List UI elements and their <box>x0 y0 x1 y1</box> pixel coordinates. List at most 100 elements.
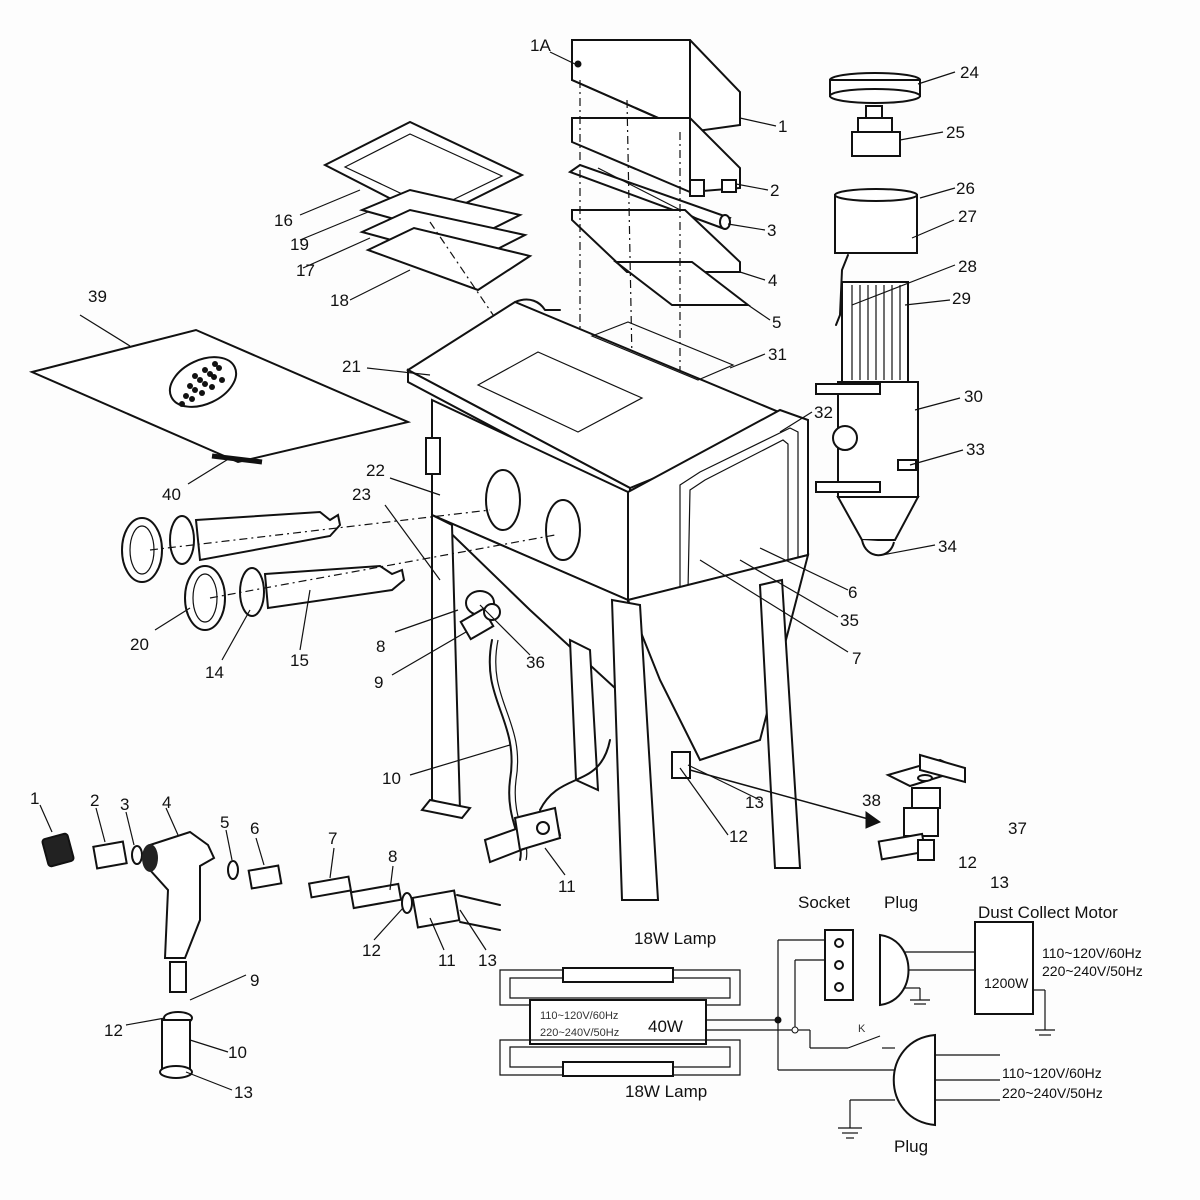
label-4: 4 <box>768 271 777 290</box>
label-28: 28 <box>958 257 977 276</box>
label-34: 34 <box>938 537 957 556</box>
label-30: 30 <box>964 387 983 406</box>
label-3: 3 <box>767 221 776 240</box>
label-23: 23 <box>352 485 371 504</box>
ballast-voltage-1: 110~120V/60Hz <box>540 1010 618 1022</box>
ballast-voltage-2: 220~240V/50Hz <box>540 1027 619 1039</box>
plug-bottom-label: Plug <box>894 1137 928 1156</box>
leader-lines <box>79 51 964 876</box>
gun-label-8: 8 <box>388 847 397 866</box>
label-39: 39 <box>88 287 107 306</box>
dust-collector <box>815 72 921 557</box>
regulator-part-8-9 <box>459 590 501 641</box>
gun-label-7: 7 <box>328 829 337 848</box>
label-32: 32 <box>814 403 833 422</box>
gun-label-5: 5 <box>220 813 229 832</box>
glove-assembly-lower <box>184 564 406 631</box>
label-13: 13 <box>745 793 764 812</box>
motor-wattage: 1200W <box>984 975 1029 991</box>
valve-detail <box>877 753 966 861</box>
label-19: 19 <box>290 235 309 254</box>
mains-voltage-1: 110~120V/60Hz <box>1002 1065 1102 1081</box>
valve-arrow <box>689 769 873 821</box>
label-16: 16 <box>274 211 293 230</box>
gun-label-3: 3 <box>120 795 129 814</box>
screen-part-39 <box>28 328 412 464</box>
gun-leader-lines <box>39 804 487 1091</box>
sandblast-gun <box>41 830 501 1079</box>
gun-label-6: 6 <box>250 819 259 838</box>
screw-1a <box>574 60 582 68</box>
plug-top-symbol <box>879 933 910 1007</box>
gun-labels: 1 2 3 4 5 6 7 8 9 10 11 12 12 13 13 <box>30 789 497 1102</box>
gun-label-13b: 13 <box>234 1083 253 1102</box>
label-20: 20 <box>130 635 149 654</box>
gun-label-9: 9 <box>250 971 259 990</box>
label-35: 35 <box>840 611 859 630</box>
valve-part-34 <box>861 539 895 557</box>
cabinet-body <box>406 298 810 901</box>
socket-label: Socket <box>798 893 850 912</box>
gasket-part-18 <box>365 226 533 292</box>
gun-label-12b: 12 <box>104 1021 123 1040</box>
label-17: 17 <box>296 261 315 280</box>
label-21: 21 <box>342 357 361 376</box>
gun-label-4: 4 <box>162 793 171 812</box>
ballast-box <box>529 999 707 1045</box>
filter-part-29 <box>841 281 909 383</box>
label-2: 2 <box>770 181 779 200</box>
label-1: 1 <box>778 117 787 136</box>
label-valve-12: 12 <box>958 853 977 872</box>
lamp-bracket-part-2 <box>571 117 741 197</box>
light-assembly-dashlines <box>579 80 681 380</box>
plug-bottom-symbol <box>892 1033 936 1127</box>
mains-voltage-2: 220~240V/50Hz <box>1002 1085 1103 1101</box>
lamp-top-tube <box>562 967 674 983</box>
label-33: 33 <box>966 440 985 459</box>
label-5: 5 <box>772 313 781 332</box>
motor-part-25 <box>851 105 901 157</box>
motor-voltage-1: 110~120V/60Hz <box>1042 945 1142 961</box>
label-6: 6 <box>848 583 857 602</box>
label-12: 12 <box>729 827 748 846</box>
label-8: 8 <box>376 637 385 656</box>
lamp-bottom-tube <box>562 1061 674 1077</box>
motor-box <box>974 921 1034 1015</box>
label-25: 25 <box>946 123 965 142</box>
wiring-labels: 18W Lamp 18W Lamp 110~120V/60Hz 220~240V… <box>540 893 1143 1156</box>
label-14: 14 <box>205 663 224 682</box>
plug-top-label: Plug <box>884 893 918 912</box>
label-10: 10 <box>382 769 401 788</box>
housing-part-27 <box>834 188 918 254</box>
gun-label-2: 2 <box>90 791 99 810</box>
label-1A: 1A <box>530 36 551 55</box>
part-labels: 1A 1 2 3 4 5 6 7 8 9 10 11 12 13 14 15 1… <box>88 36 1027 896</box>
motor-title: Dust Collect Motor <box>978 903 1118 922</box>
gun-label-1: 1 <box>30 789 39 808</box>
ballast-wattage: 40W <box>648 1017 683 1036</box>
label-31: 31 <box>768 345 787 364</box>
label-40: 40 <box>162 485 181 504</box>
gun-label-11: 11 <box>438 951 456 970</box>
motor-voltage-2: 220~240V/50Hz <box>1042 963 1143 979</box>
label-37: 37 <box>1008 819 1027 838</box>
label-24: 24 <box>960 63 979 82</box>
collector-body-part-30 <box>815 381 920 541</box>
label-22: 22 <box>366 461 385 480</box>
switch-label: K <box>858 1023 866 1035</box>
lamp-bottom-label: 18W Lamp <box>625 1082 707 1101</box>
label-7: 7 <box>852 649 861 668</box>
label-15: 15 <box>290 651 309 670</box>
label-9: 9 <box>374 673 383 692</box>
foot-pedal-part-11 <box>483 806 562 864</box>
label-38: 38 <box>862 791 881 810</box>
label-27: 27 <box>958 207 977 226</box>
valve-part-12-13 <box>671 751 691 779</box>
gun-label-13a: 13 <box>478 951 497 970</box>
glove-assembly-upper <box>121 510 342 583</box>
gun-label-10: 10 <box>228 1043 247 1062</box>
lamp-top-label: 18W Lamp <box>634 929 716 948</box>
label-11: 11 <box>558 877 576 896</box>
